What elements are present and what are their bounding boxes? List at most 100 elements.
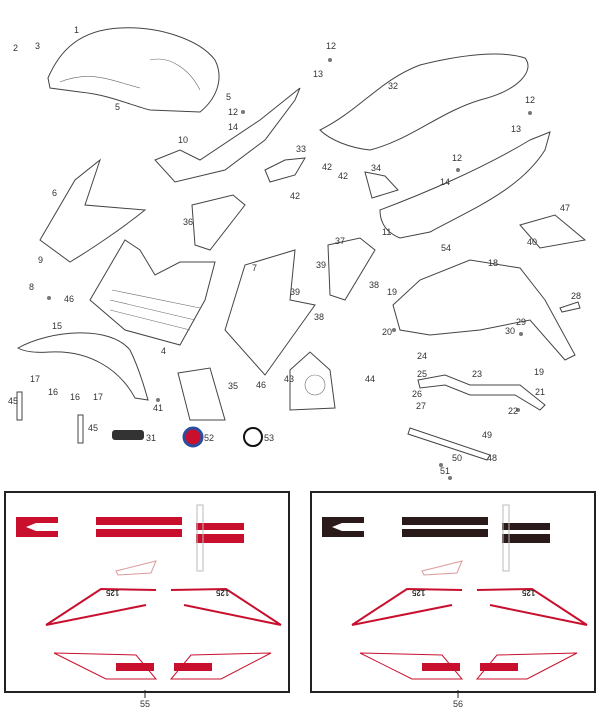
part-number-label: 10 (178, 135, 189, 145)
part-number-label: 12 (228, 107, 239, 117)
part-number-label: 25 (417, 369, 428, 379)
hook-28[interactable] (559, 301, 581, 313)
front-panel-4[interactable] (89, 239, 216, 346)
part-number-label: 17 (30, 374, 41, 384)
part-number-label: 35 (228, 381, 239, 391)
bracket-48[interactable] (407, 427, 491, 461)
part-number-label: 34 (371, 163, 382, 173)
part-number-label: 8 (29, 282, 35, 292)
visor-35[interactable] (177, 367, 226, 421)
part-number-label: 39 (290, 287, 301, 297)
grab-rail-23[interactable] (417, 374, 546, 411)
cover-37[interactable] (327, 237, 376, 301)
part-number-label: 14 (228, 122, 239, 132)
reflector-45a[interactable] (16, 391, 23, 421)
part-number-label: 21 (535, 387, 546, 397)
part-number-label: 13 (511, 124, 522, 134)
part-number-label: 15 (52, 321, 63, 331)
part-number-label: 9 (38, 255, 44, 265)
part-number-label: 31 (146, 433, 157, 443)
part-number-label: 4 (161, 346, 167, 356)
fuel-tank[interactable] (47, 27, 220, 113)
part-number-label: 12 (452, 153, 463, 163)
chain-cover-43[interactable] (289, 351, 336, 411)
part-number-label: 1 (74, 25, 80, 35)
cover-36[interactable] (191, 194, 246, 251)
part-number-label: 32 (388, 81, 399, 91)
kit-label-56: 56 (453, 699, 464, 709)
tail-panel-11[interactable] (379, 131, 551, 239)
grille-34[interactable] (364, 171, 399, 199)
part-number-label: 7 (252, 263, 258, 273)
part-number-label: 38 (314, 312, 325, 322)
part-number-label: 46 (64, 294, 75, 304)
side-panel-10[interactable] (154, 87, 301, 183)
part-number-label: 27 (416, 401, 427, 411)
part-number-label: 13 (313, 69, 324, 79)
decal-kit-55[interactable]: 125 125 (4, 491, 290, 693)
part-number-label: 2 (13, 43, 19, 53)
cover-40[interactable] (519, 214, 587, 249)
panel-7[interactable] (224, 249, 316, 376)
part-number-label: 3 (35, 41, 41, 51)
part-number-label: 53 (264, 433, 275, 443)
part-number-label: 43 (284, 374, 295, 384)
part-number-label: 40 (527, 237, 538, 247)
flag-emblem-52[interactable] (182, 426, 204, 448)
part-number-label: 24 (417, 351, 428, 361)
part-number-label: 46 (256, 380, 267, 390)
part-number-label: 23 (472, 369, 483, 379)
decal-125-right: 125 (522, 588, 536, 597)
part-number-label: 37 (335, 236, 346, 246)
part-number-label: 42 (290, 191, 301, 201)
part-number-label: 42 (338, 171, 349, 181)
part-number-label: 39 (316, 260, 327, 270)
part-number-label: 30 (505, 326, 516, 336)
part-number-label: 12 (525, 95, 536, 105)
part-number-label: 52 (204, 433, 215, 443)
part-number-label: 36 (183, 217, 194, 227)
part-number-label: 33 (296, 144, 307, 154)
part-number-label: 19 (387, 287, 398, 297)
reflector-45b[interactable] (77, 414, 84, 444)
stripe-decals (16, 517, 244, 543)
grille-33[interactable] (264, 157, 306, 183)
part-number-label: 22 (508, 406, 519, 416)
decal-kit-56[interactable]: 125 125 (310, 491, 596, 693)
part-number-label: 45 (88, 423, 99, 433)
part-number-label: 16 (48, 387, 59, 397)
decal-kit-55-drawing (16, 504, 282, 680)
part-number-label: 38 (369, 280, 380, 290)
part-number-label: 49 (482, 430, 493, 440)
um-emblem-31[interactable] (112, 430, 144, 440)
part-number-label: 12 (326, 41, 337, 51)
rear-frame-18[interactable] (392, 259, 576, 361)
part-number-label: 16 (70, 392, 81, 402)
part-number-label: 47 (560, 203, 571, 213)
part-number-label: 5 (115, 102, 121, 112)
side-fairing-6[interactable] (39, 158, 147, 263)
part-number-label: 28 (571, 291, 582, 301)
part-number-label: 18 (488, 258, 499, 268)
part-number-label: 48 (487, 453, 498, 463)
part-number-label: 42 (322, 162, 333, 172)
stripe-decals (322, 517, 550, 543)
seat[interactable] (319, 53, 529, 151)
part-number-label: 50 (452, 453, 463, 463)
decal-125-left: 125 (412, 588, 426, 597)
s-emblem-53[interactable] (243, 427, 263, 447)
kit-label-55: 55 (140, 699, 151, 709)
part-number-label: 11 (382, 227, 392, 237)
part-number-label: 26 (412, 389, 423, 399)
part-number-label: 44 (365, 374, 376, 384)
part-number-label: 6 (52, 188, 58, 198)
part-number-label: 17 (93, 392, 104, 402)
part-number-label: 20 (382, 327, 393, 337)
part-number-label: 45 (8, 396, 19, 406)
part-number-label: 41 (153, 403, 164, 413)
decal-kit-56-drawing (322, 504, 588, 680)
part-number-label: 51 (440, 466, 451, 476)
decal-125-right: 125 (216, 588, 230, 597)
front-fender-15[interactable] (16, 332, 149, 401)
